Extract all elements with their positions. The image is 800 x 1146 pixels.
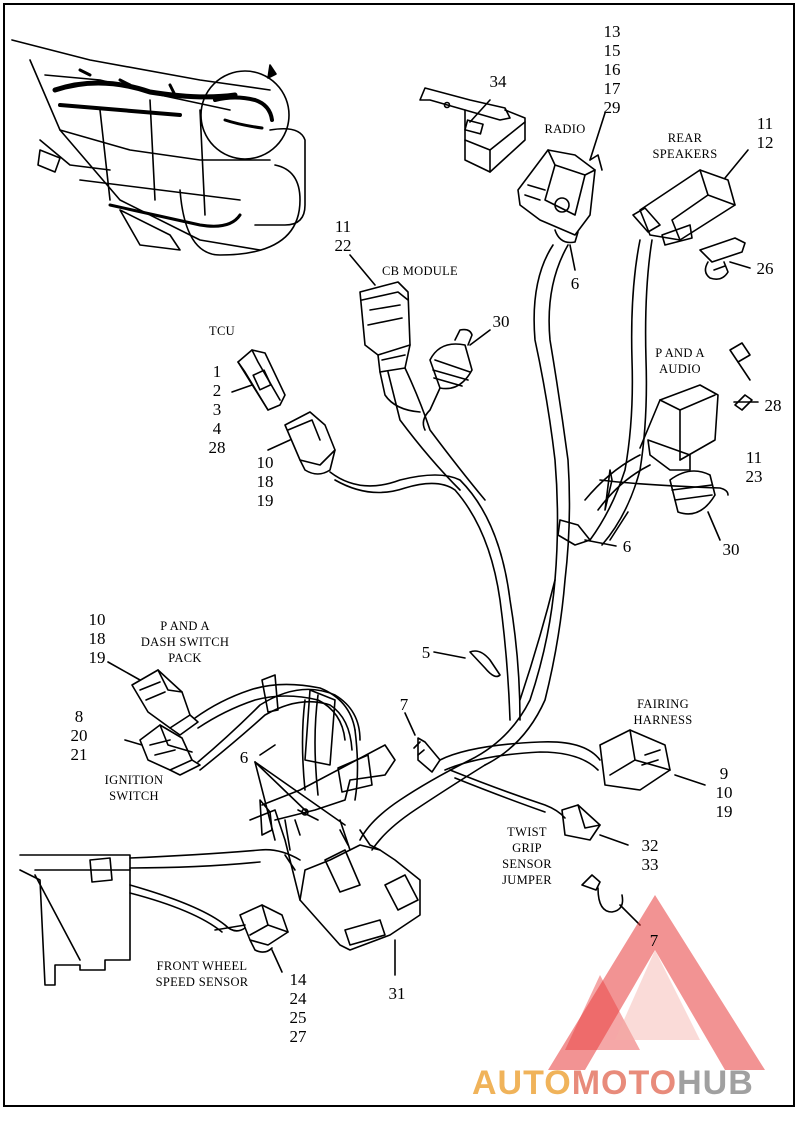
callout-tcu-parts: 1 2 3 4 28 [208,362,226,457]
callout-6-left: 6 [239,748,249,767]
caption-dash-switch-pack: P AND A DASH SWITCH PACK [140,619,230,665]
caption-ignition-switch: IGNITION SWITCH [104,773,164,803]
callout-dash-switch-parts: 10 18 19 [88,610,106,667]
callout-7-bottom: 7 [649,931,659,950]
caption-cb-module: CB MODULE [382,264,458,278]
watermark-part-3: HUB [677,1064,754,1102]
callout-6-mid: 6 [622,537,632,556]
twist-grip-jumper-wires [449,769,629,846]
callout-28: 28 [764,396,782,415]
callout-30-top: 30 [492,312,510,331]
callout-34: 34 [489,72,507,91]
dash-switch-connector-drawing [107,661,199,736]
caption-front-wheel-speed-sensor: FRONT WHEEL SPEED SENSOR [155,959,249,989]
callout-31: 31 [388,984,406,1003]
caption-rear-speakers: REAR SPEAKERS [652,131,718,161]
callout-30-right: 30 [722,540,740,559]
fairing-bracket-31 [249,744,421,976]
watermark-text: AUTOMOTOHUB [472,1063,754,1103]
callout-5: 5 [421,643,431,662]
clip-7-top [404,712,441,773]
callout-7-top: 7 [399,695,409,714]
watermark-part-2: MOTO [571,1064,678,1102]
callout-radio-parts: 13 15 16 17 29 [603,22,621,117]
rear-speakers-connector-drawing [632,149,749,246]
callout-ignition-parts: 8 20 21 [70,707,88,764]
callout-twist-grip-parts: 32 33 [641,836,659,874]
caption-tcu: TCU [209,324,235,338]
switch-wires [194,674,361,801]
caption-p-and-a-audio: P AND A AUDIO [655,346,705,376]
callout-fairing-parts: 9 10 19 [715,764,733,821]
ignition-connector-drawing [124,724,201,776]
callout-26: 26 [756,259,774,278]
watermark-logo [548,895,765,1070]
leader-lines-misc [569,244,759,547]
tcu-module-drawing [231,349,286,411]
callout-cb-parts: 11 22 [334,217,352,255]
caption-radio: RADIO [544,122,586,136]
bracket-34 [419,87,526,173]
caption-twist-grip-sensor-jumper: TWIST GRIP SENSOR JUMPER [502,825,552,887]
callout-rear-speaker-parts: 11 12 [756,114,774,152]
callout-pa-audio-parts: 11 23 [745,448,763,486]
fairing-left-shape [19,848,301,986]
fairing-harness-wires [439,729,706,791]
clip-26 [699,237,751,280]
motorcycle-frame-thumbnail [11,39,306,256]
tcu-harness-connector-drawing [267,411,336,475]
clip-7-bottom [581,874,641,926]
radio-connector-drawing [517,112,606,244]
cb-module-connector-drawing [349,254,421,413]
callout-front-wheel-parts: 14 24 25 27 [289,970,307,1046]
callout-leaders-6 [254,744,346,841]
main-harness [329,239,729,851]
caption-fairing-harness: FAIRING HARNESS [633,697,693,727]
front-wheel-sensor-drawing [129,884,289,973]
watermark-part-1: AUTO [472,1064,572,1102]
diagram-frame [3,3,795,1107]
callout-tcu-connector-parts: 10 18 19 [256,453,274,510]
rubber-boot-30-top [422,328,491,431]
tie-strap-5 [433,650,501,678]
callout-6-radio: 6 [570,274,580,293]
